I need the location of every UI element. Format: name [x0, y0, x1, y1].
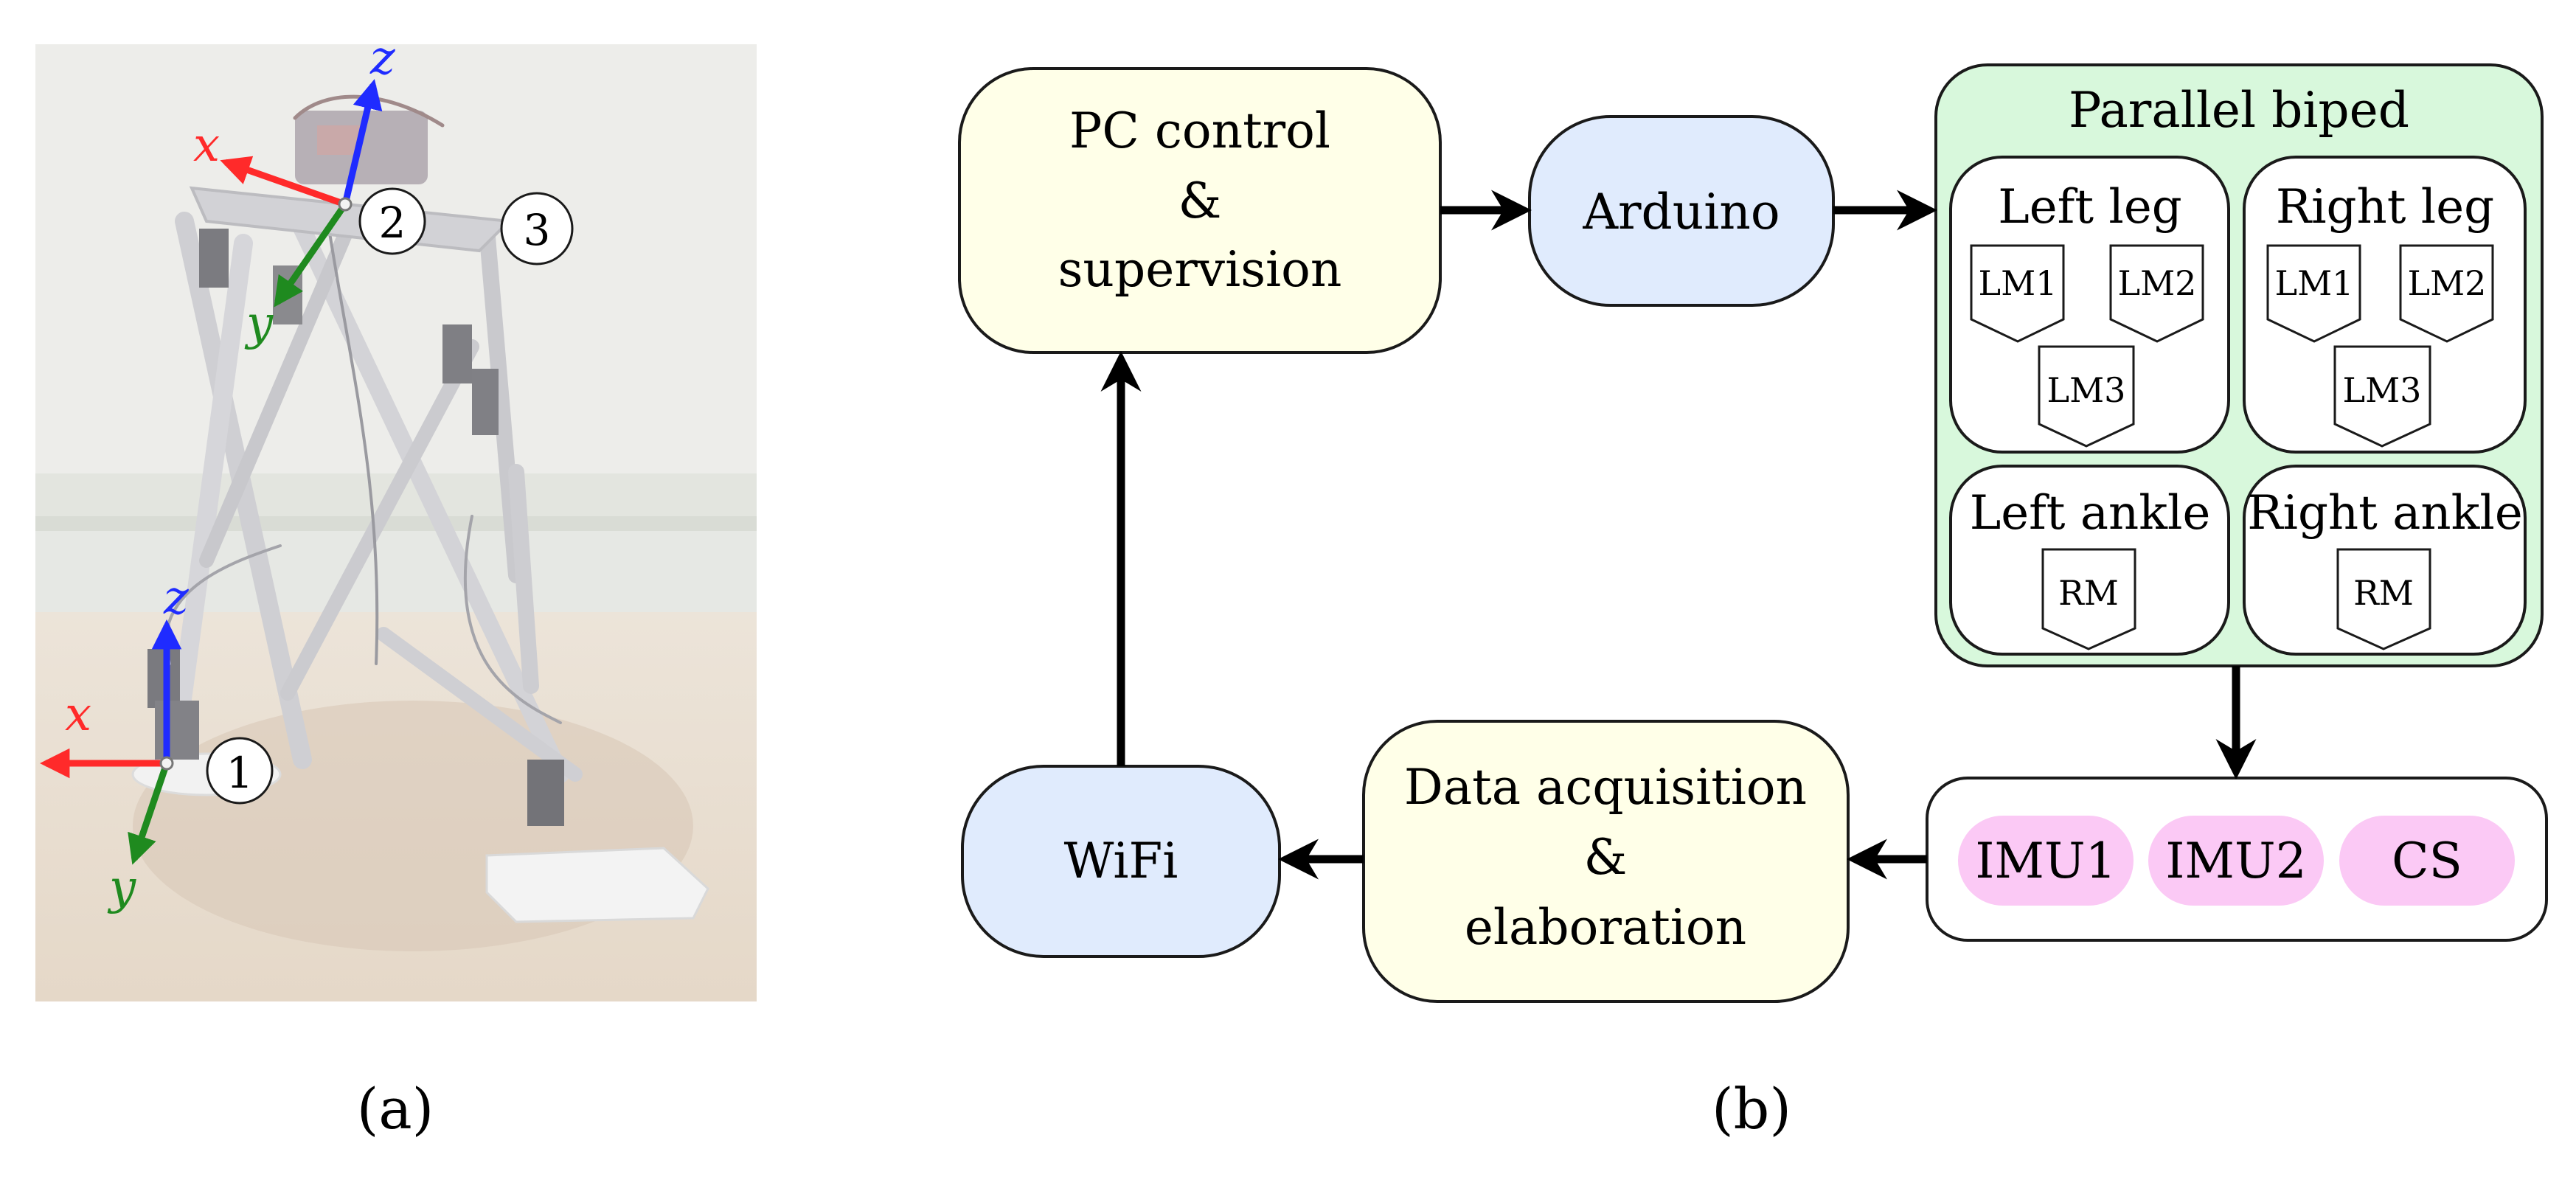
base-frame-axes: x z y 1	[39, 571, 274, 915]
right-rm-label: RM	[2353, 573, 2414, 613]
block-diagram: PC control & supervision Arduino Paralle…	[958, 63, 2548, 1003]
top-z-label: z	[369, 31, 396, 86]
right-lm1-label: LM1	[2275, 263, 2354, 303]
right-ankle-title: Right ankle	[2247, 486, 2522, 541]
cs-label: CS	[2392, 833, 2462, 889]
left-lm1-tag	[1970, 244, 2065, 343]
left-leg-title: Left leg	[1998, 180, 2181, 235]
right-lm2-label: LM2	[2408, 263, 2487, 303]
right-leg-box	[2243, 156, 2527, 454]
imu2-pill	[2148, 816, 2324, 906]
base-y-axis	[128, 762, 170, 865]
data-acq-line3: elaboration	[1465, 899, 1746, 956]
left-rm-tag	[2041, 548, 2136, 650]
left-lm3-tag	[2038, 345, 2135, 448]
data-acq-line2: &	[1584, 829, 1628, 886]
panel-b-caption: (b)	[1712, 1076, 1791, 1142]
imu1-pill	[1958, 816, 2134, 906]
point-1-label: 1	[226, 748, 254, 798]
right-lm3-tag	[2333, 345, 2431, 448]
right-leg-title: Right leg	[2276, 180, 2494, 235]
right-leg-motors: LM1 LM2 LM3	[2266, 244, 2494, 448]
point-2-label: 2	[379, 198, 406, 248]
imu2-label: IMU2	[2165, 833, 2306, 889]
right-rm-tag	[2336, 548, 2431, 650]
left-leg-box	[1949, 156, 2230, 454]
robot-photo	[35, 44, 757, 1001]
top-y-axis	[274, 202, 348, 308]
data-acq-line1: Data acquisition	[1404, 759, 1807, 816]
wifi-label: WiFi	[1064, 833, 1178, 889]
panel-a-caption: (a)	[357, 1076, 434, 1142]
left-ankle-title: Left ankle	[1970, 486, 2211, 541]
right-lm1-tag	[2266, 244, 2361, 343]
left-lm2-tag	[2109, 244, 2204, 343]
right-lm3-label: LM3	[2343, 370, 2422, 410]
point-1-marker	[206, 737, 274, 805]
base-z-label: z	[163, 571, 190, 625]
top-y-label: y	[244, 296, 274, 351]
left-lm3-label: LM3	[2047, 370, 2126, 410]
top-x-axis	[220, 156, 347, 208]
pc-control-line2: &	[1178, 173, 1222, 229]
left-leg-motors: LM1 LM2 LM3	[1970, 244, 2204, 448]
point-3-marker	[500, 192, 574, 265]
parallel-biped-title: Parallel biped	[2069, 82, 2409, 139]
point-2-marker	[358, 187, 426, 255]
left-lm1-label: LM1	[1979, 263, 2058, 303]
top-z-axis	[341, 79, 383, 206]
arduino-label: Arduino	[1582, 184, 1780, 240]
base-y-label: y	[107, 861, 136, 915]
base-x-label: x	[65, 687, 91, 742]
left-rm-label: RM	[2058, 573, 2119, 613]
left-lm2-label: LM2	[2118, 263, 2197, 303]
right-lm2-tag	[2399, 244, 2494, 343]
cs-pill	[2339, 816, 2515, 906]
pc-control-line3: supervision	[1058, 241, 1342, 298]
top-x-label: x	[193, 118, 220, 173]
pc-control-line1: PC control	[1069, 103, 1330, 159]
top-frame-axes: x z y 2 3	[193, 31, 574, 351]
point-3-label: 3	[524, 205, 551, 255]
imu1-label: IMU1	[1975, 833, 2116, 889]
